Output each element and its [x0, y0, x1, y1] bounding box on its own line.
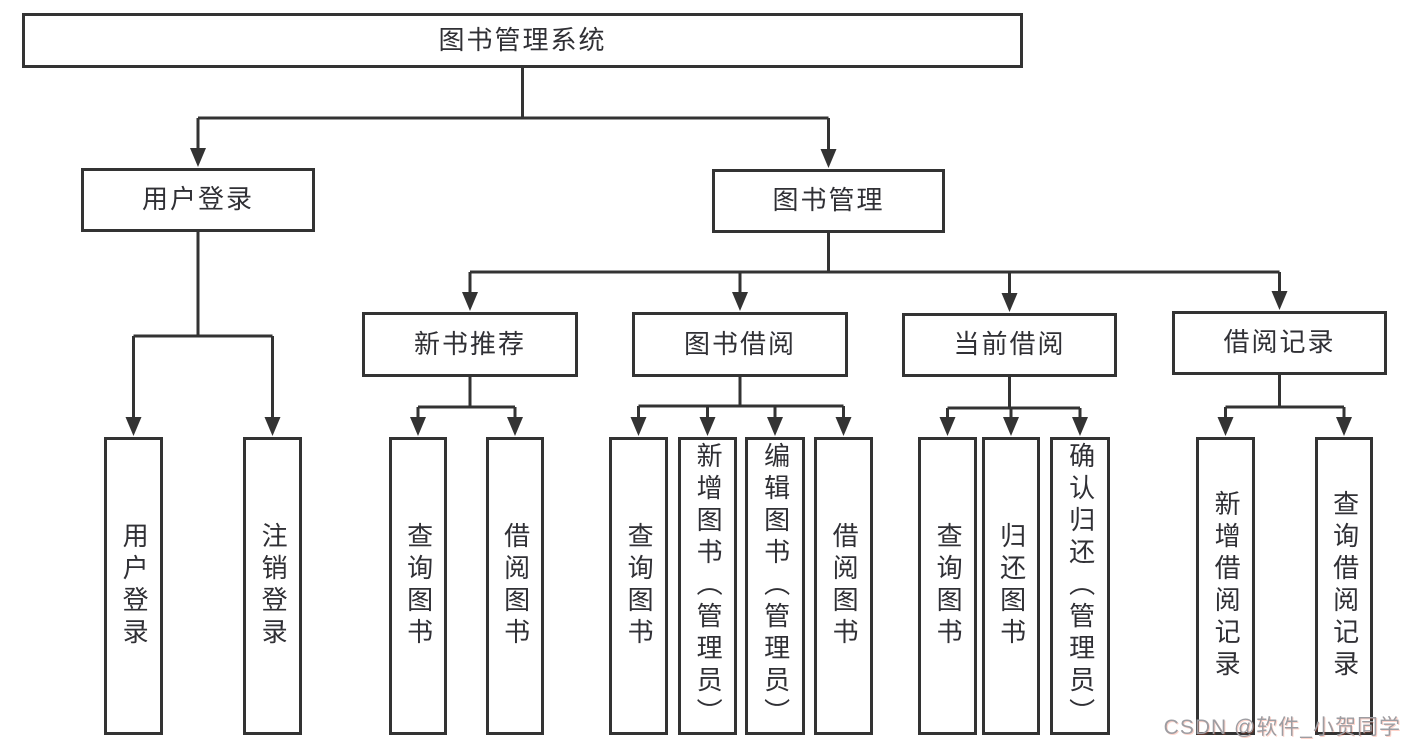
node-user-login: 用户登录	[81, 168, 315, 232]
node-current-borrow: 当前借阅	[902, 313, 1117, 377]
node-leaf-query-book-b: 查询图书	[389, 437, 447, 735]
node-leaf-borrow-book-c: 借阅图书	[814, 437, 873, 735]
node-book-mgmt: 图书管理	[712, 169, 945, 233]
node-leaf-borrow-book-b: 借阅图书	[486, 437, 544, 735]
node-leaf-user-login: 用户登录	[104, 437, 163, 735]
node-borrow-records: 借阅记录	[1172, 311, 1387, 375]
node-leaf-edit-book: 编辑图书（管理员）	[745, 437, 805, 735]
node-book-borrow: 图书借阅	[632, 312, 848, 377]
node-new-book-rec: 新书推荐	[362, 312, 578, 377]
node-leaf-confirm-return: 确认归还（管理员）	[1050, 437, 1110, 735]
node-leaf-query-book-d: 查询图书	[918, 437, 977, 735]
node-leaf-add-borrow-record: 新增借阅记录	[1196, 437, 1255, 735]
node-leaf-logout: 注销登录	[243, 437, 302, 735]
csdn-watermark: CSDN @软件_小贺同学	[1163, 716, 1401, 739]
node-leaf-query-borrow-record: 查询借阅记录	[1315, 437, 1373, 735]
node-leaf-query-book-c: 查询图书	[609, 437, 668, 735]
node-leaf-return-book: 归还图书	[982, 437, 1040, 735]
node-leaf-add-book: 新增图书（管理员）	[678, 437, 737, 735]
node-root: 图书管理系统	[22, 13, 1023, 68]
